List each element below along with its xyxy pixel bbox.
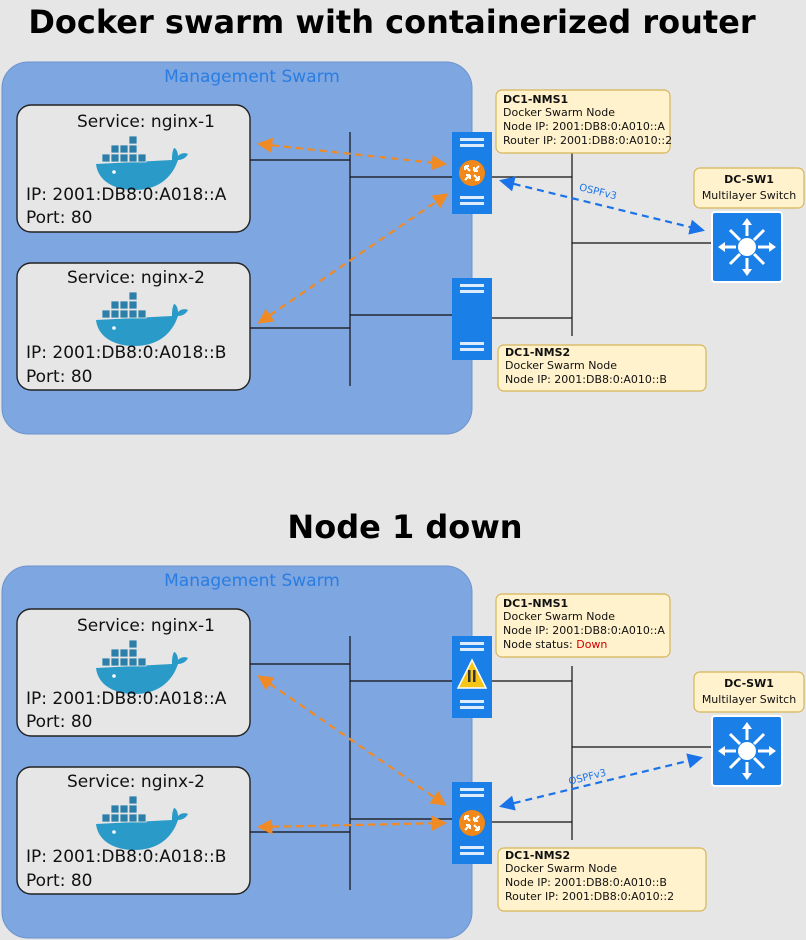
bottom-nms2-line-1: Docker Swarm Node <box>505 862 617 875</box>
bottom-arrow-nginx1-router <box>257 675 447 806</box>
top-nms1-line-2: Node IP: 2001:DB8:0:A010::A <box>503 120 665 133</box>
bottom-nms1-status-value: Down <box>576 638 607 651</box>
top-service-2-port: Port: 80 <box>26 367 92 387</box>
top-switch-icon <box>710 210 784 284</box>
top-note-nms2: DC1-NMS2 Docker Swarm Node Node IP: 2001… <box>497 344 707 392</box>
top-arrow-nginx1-router <box>256 137 448 171</box>
top-switch-title: DC-SW1 <box>724 173 774 186</box>
top-nms1-line-1: Docker Swarm Node <box>503 106 615 119</box>
bottom-switch-title: DC-SW1 <box>724 677 774 690</box>
bottom-note-nms2: DC1-NMS2 Docker Swarm Node Node IP: 2001… <box>497 847 707 912</box>
top-nms2-line-2: Node IP: 2001:DB8:0:A010::B <box>505 373 667 386</box>
top-service-1-port: Port: 80 <box>26 208 92 228</box>
top-service-1-ip: IP: 2001:DB8:0:A018::A <box>26 185 227 205</box>
top-swarm-label: Management Swarm <box>164 67 340 87</box>
top-nms1-title: DC1-NMS1 <box>503 93 568 106</box>
bottom-arrow-nginx2-router <box>256 815 448 835</box>
bottom-service-2-ip: IP: 2001:DB8:0:A018::B <box>26 847 226 867</box>
top-arrow-nginx2-router <box>257 193 449 324</box>
bottom-section: Node 1 down Management Swarm Service: ng… <box>1 508 805 939</box>
top-switch-subtitle: Multilayer Switch <box>702 189 796 202</box>
top-service-2-ip: IP: 2001:DB8:0:A018::B <box>26 343 226 363</box>
bottom-nms2-title: DC1-NMS2 <box>505 849 570 862</box>
bottom-nms2-line-2: Node IP: 2001:DB8:0:A010::B <box>505 876 667 889</box>
top-nms2-line-1: Docker Swarm Node <box>505 359 617 372</box>
top-ospf-label: OSPFv3 <box>578 182 618 202</box>
bottom-service-1-ip: IP: 2001:DB8:0:A018::A <box>26 689 227 709</box>
bottom-switch-icon <box>710 714 784 788</box>
bottom-note-switch: DC-SW1 Multilayer Switch <box>693 671 805 713</box>
top-service-2-title: Service: nginx-2 <box>67 268 205 288</box>
bottom-swarm-label: Management Swarm <box>164 571 340 591</box>
bottom-nms1-status-label: Node status: <box>503 638 576 651</box>
top-service-nginx-2: Service: nginx-2 IP: 2001:DB8:0:A018::B … <box>16 262 251 391</box>
top-nms1-line-3: Router IP: 2001:DB8:0:A010::2 <box>503 134 672 147</box>
top-arrow-ospf <box>499 176 705 235</box>
bottom-nms1-line-2: Node IP: 2001:DB8:0:A010::A <box>503 624 665 637</box>
bottom-nms1-title: DC1-NMS1 <box>503 597 568 610</box>
top-service-nginx-1: Service: nginx-1 IP: 2001:DB8:0:A018::A … <box>16 104 251 233</box>
bottom-service-2-port: Port: 80 <box>26 871 92 891</box>
bottom-service-1-port: Port: 80 <box>26 712 92 732</box>
bottom-nms2-line-3: Router IP: 2001:DB8:0:A010::2 <box>505 890 674 903</box>
bottom-diagram-title: Node 1 down <box>287 508 522 546</box>
top-section: Docker swarm with containerized router M… <box>1 3 805 435</box>
bottom-service-1-title: Service: nginx-1 <box>77 616 215 636</box>
top-note-switch: DC-SW1 Multilayer Switch <box>693 167 805 209</box>
top-note-nms1: DC1-NMS1 Docker Swarm Node Node IP: 2001… <box>495 89 672 154</box>
bottom-router-icon <box>458 809 486 837</box>
bottom-switch-subtitle: Multilayer Switch <box>702 693 796 706</box>
bottom-nms1-line-1: Docker Swarm Node <box>503 610 615 623</box>
top-service-1-title: Service: nginx-1 <box>77 112 215 132</box>
top-server-nms2-icon <box>452 278 492 360</box>
bottom-nms1-status: Node status: Down <box>503 638 607 651</box>
bottom-arrow-ospf <box>499 753 703 811</box>
top-router-icon <box>458 159 486 187</box>
top-nms2-title: DC1-NMS2 <box>505 346 570 359</box>
bottom-note-nms1: DC1-NMS1 Docker Swarm Node Node IP: 2001… <box>495 593 671 658</box>
bottom-service-2-title: Service: nginx-2 <box>67 772 205 792</box>
top-diagram-title: Docker swarm with containerized router <box>28 3 756 41</box>
bottom-server-nms1-warning <box>452 636 492 718</box>
bottom-service-nginx-1: Service: nginx-1 IP: 2001:DB8:0:A018::A … <box>16 608 251 737</box>
bottom-service-nginx-2: Service: nginx-2 IP: 2001:DB8:0:A018::B … <box>16 766 251 895</box>
